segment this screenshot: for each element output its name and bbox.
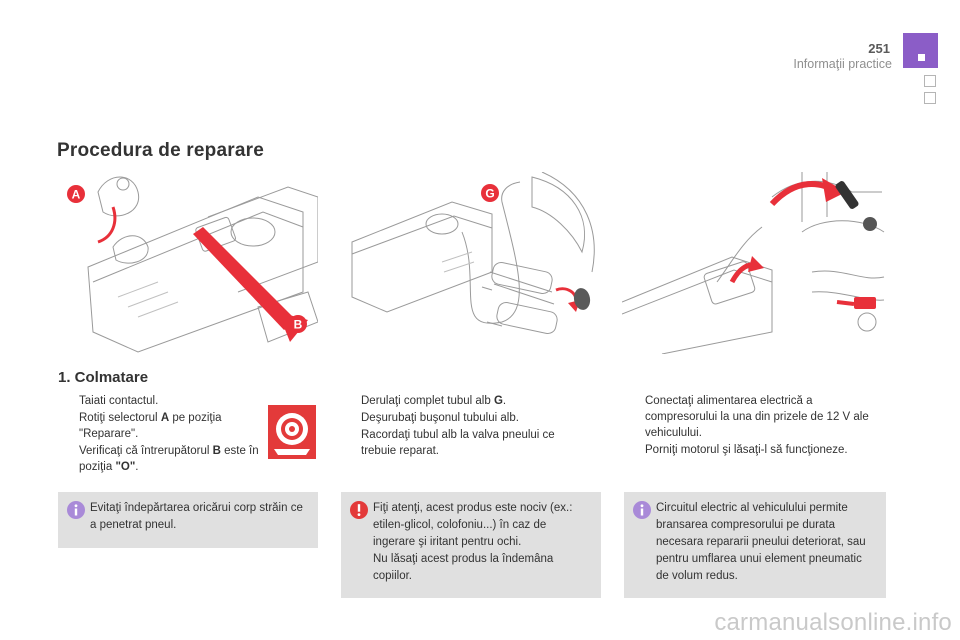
instruction-text: Taiati contactul. [79, 395, 159, 407]
step-heading: 1. Colmatare [58, 369, 149, 386]
note-info-electrical-circuit: Circuitul electric al vehiculului permit… [624, 492, 886, 598]
page-title: Procedura de reparare [57, 140, 264, 161]
instruction-text: B [212, 445, 221, 457]
illustration-compressor-selector: A B [58, 172, 318, 354]
instruction-item: Derulaţi complet tubul alb G. [340, 393, 585, 409]
instruction-text: Rotiţi selectorul [79, 412, 161, 424]
section-name: Informaţii practice [793, 57, 892, 71]
instruction-item: Deşurubaţi buşonul tubului alb. [340, 410, 585, 426]
note-info-foreign-object: Evitaţi îndepărtarea oricărui corp străi… [58, 492, 318, 548]
callout-g: G [485, 187, 494, 201]
section-tab[interactable] [924, 75, 936, 87]
note-text: Evitaţi îndepărtarea oricărui corp străi… [90, 502, 303, 531]
instructions-column-3: Conectaţi alimentarea electrică a compre… [624, 393, 879, 459]
instruction-item: Conectaţi alimentarea electrică a compre… [624, 393, 879, 441]
warning-icon [350, 501, 368, 519]
illustration-12v-connection [622, 172, 886, 354]
instruction-text: este în poziţia [79, 445, 259, 473]
tab-marker [918, 54, 925, 61]
instruction-item: Taiati contactul. [58, 393, 263, 409]
instructions-column-2: Derulaţi complet tubul alb G. Deşurubaţi … [340, 393, 585, 460]
instruction-item: Verificaţi că întrerupătorul B este în p… [58, 443, 263, 475]
watermark: carmanualsonline.info [714, 609, 952, 636]
callout-b: B [294, 318, 303, 332]
instruction-text: Deşurubaţi buşonul tubului alb. [361, 412, 519, 424]
instruction-text: Porniţi motorul şi lăsaţi-l să funcţione… [645, 444, 848, 456]
tire-repair-icon [268, 405, 316, 459]
instruction-text: Derulaţi complet tubul alb [361, 395, 494, 407]
instructions-column-1: Taiati contactul. Rotiţi selectorul A pe … [58, 393, 263, 476]
info-icon [67, 501, 85, 519]
instruction-item: Rotiţi selectorul A pe poziţia "Reparare… [58, 410, 263, 442]
section-tab[interactable] [924, 92, 936, 104]
instruction-text: Racordaţi tubul alb la valva pneului ce … [361, 429, 555, 457]
instruction-item: Porniţi motorul şi lăsaţi-l să funcţione… [624, 442, 879, 458]
instruction-text: pe poziţia "Reparare". [79, 412, 222, 440]
instruction-text: Verificaţi că întrerupătorul [79, 445, 213, 457]
info-icon [633, 501, 651, 519]
instruction-text: "O" [115, 461, 136, 473]
instruction-text: G [493, 395, 503, 407]
note-text: Circuitul electric al vehiculului permit… [656, 502, 866, 582]
illustration-compressor-tube: G [342, 172, 600, 354]
page-number: 251 [868, 41, 890, 56]
instruction-text: . [135, 461, 139, 473]
note-text: Nu lăsaţi acest produs la îndemâna copii… [373, 553, 554, 582]
callout-a: A [72, 188, 81, 202]
section-tab-active[interactable] [903, 33, 938, 68]
instruction-text: A [160, 412, 170, 424]
instruction-item: Racordaţi tubul alb la valva pneului ce … [340, 427, 585, 459]
note-text: Fiţi atenţi, acest produs este nociv (ex… [373, 502, 573, 548]
instruction-text: Conectaţi alimentarea electrică a compre… [645, 395, 869, 439]
instruction-text: . [502, 395, 507, 407]
note-warning-harmful-product: Fiţi atenţi, acest produs este nociv (ex… [341, 492, 601, 598]
